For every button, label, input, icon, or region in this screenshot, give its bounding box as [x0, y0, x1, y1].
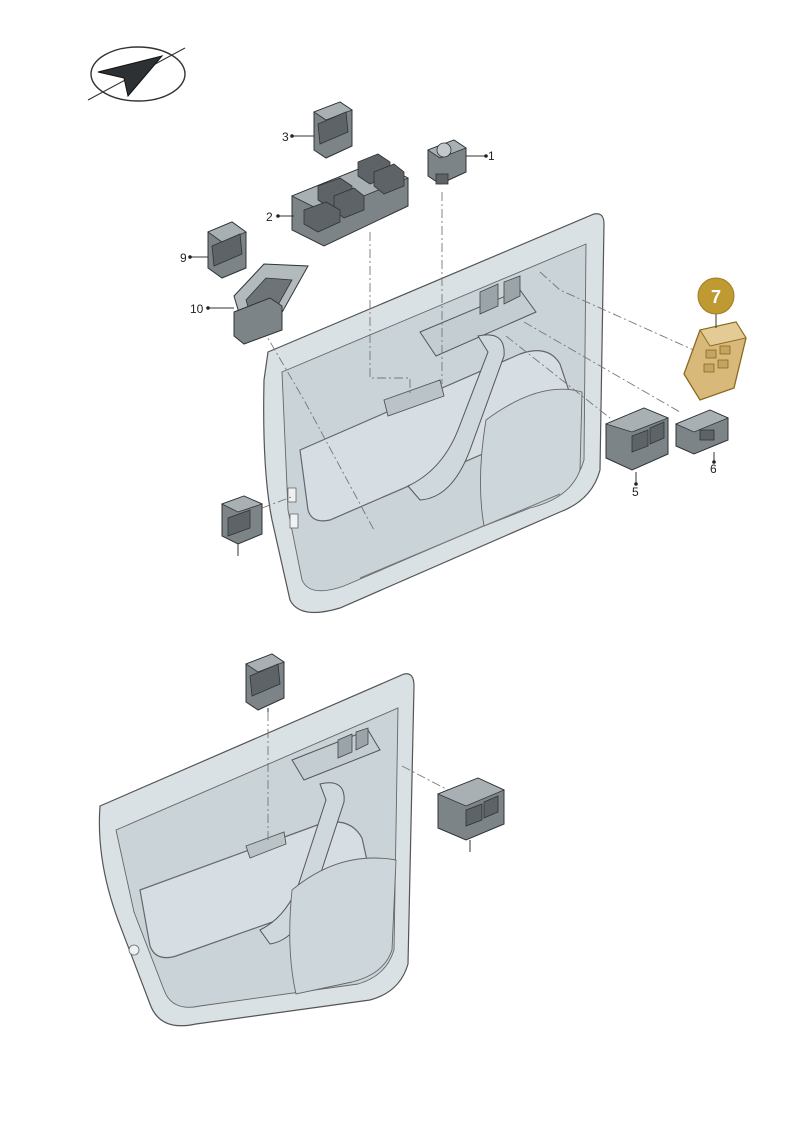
rear-window-switch — [245, 653, 285, 711]
rear-switch-unit — [436, 777, 505, 841]
part-6-push-switch — [674, 409, 730, 455]
side-switch-upper — [220, 495, 264, 545]
callout-7: 7 — [711, 287, 721, 307]
part-2-master-window-switch — [291, 153, 409, 247]
part-5-switch-unit — [604, 407, 670, 471]
callout-2: 2 — [266, 210, 273, 224]
rear-door-trim-panel — [98, 673, 415, 1027]
callout-6: 6 — [710, 462, 717, 476]
front-door-trim-panel — [263, 213, 605, 614]
callout-3: 3 — [282, 130, 289, 144]
part-10-switch-bezel — [233, 263, 309, 345]
assembly-lines — [261, 192, 699, 842]
part-3-window-switch — [313, 101, 353, 159]
callout-5: 5 — [632, 485, 639, 499]
part-1-mirror-switch — [427, 139, 467, 185]
part-7-seat-memory-switch — [683, 321, 747, 401]
callout-labels: 1 2 3 5 6 7 9 10 — [180, 130, 735, 499]
leader-lines — [190, 135, 717, 852]
part-9-window-switch — [207, 221, 247, 279]
view-direction-icon — [87, 46, 186, 102]
callout-10: 10 — [190, 302, 204, 316]
callout-7-badge: 7 — [697, 277, 735, 315]
callout-1: 1 — [488, 149, 495, 163]
callout-9: 9 — [180, 251, 187, 265]
